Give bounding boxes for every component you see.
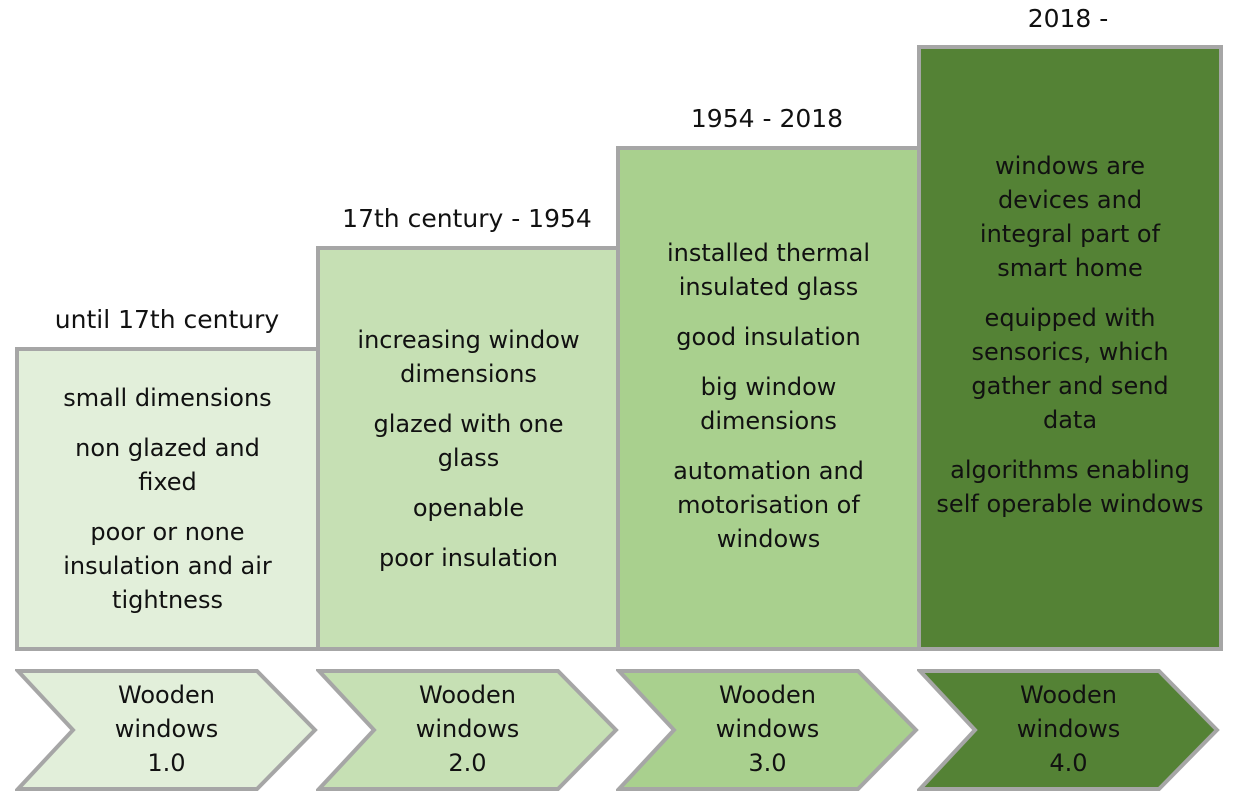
- stage-box-4: windows are devices and integral part of…: [917, 45, 1223, 651]
- stage-2-item: poor insulation: [378, 543, 559, 572]
- chevron-stage-4: Wooden windows 4.0: [917, 668, 1220, 792]
- period-label-1: until 17th century: [54, 305, 280, 334]
- stage-1-item: non glazed and fixed: [75, 434, 260, 496]
- period-label-2: 17th century - 1954: [342, 204, 592, 233]
- chevron-shape-icon: [917, 669, 1220, 791]
- chevron-stage-3: Wooden windows 3.0: [616, 668, 919, 792]
- chevron-shape-icon: [316, 669, 619, 791]
- chevron-stage-2: Wooden windows 2.0: [316, 668, 619, 792]
- chevron-shape-icon: [15, 669, 318, 791]
- chevron-shape-icon: [616, 669, 919, 791]
- chevron-label-line: windows: [1016, 715, 1121, 743]
- stage-4-item: windows are devices and integral part of…: [979, 152, 1161, 282]
- chevron-stage-1: Wooden windows 1.0: [15, 668, 318, 792]
- stage-2-item: glazed with one glass: [373, 409, 564, 472]
- chevron-label-version: 3.0: [748, 749, 787, 777]
- chevron-label-version: 1.0: [147, 749, 186, 777]
- chevron-label-version: 4.0: [1049, 749, 1088, 777]
- stage-2-item: increasing window dimensions: [357, 325, 580, 388]
- chevron-label-line: Wooden: [719, 681, 816, 709]
- stage-box-3: installed thermal insulated glass good i…: [616, 146, 921, 651]
- stage-3-item: automation and motorisation of windows: [673, 457, 864, 553]
- stage-box-1: small dimensions non glazed and fixed po…: [15, 347, 320, 651]
- period-label-3: 1954 - 2018: [690, 104, 844, 133]
- stage-4-item: algorithms enabling self operable window…: [936, 456, 1204, 518]
- stage-2-item: openable: [412, 493, 525, 522]
- period-label-4: 2018 -: [1027, 4, 1109, 33]
- chevron-label-line: windows: [415, 715, 520, 743]
- chevron-label-line: windows: [715, 715, 820, 743]
- chevron-label-line: Wooden: [1020, 681, 1117, 709]
- chevron-label-version: 2.0: [448, 749, 487, 777]
- stage-1-item: poor or none insulation and air tightnes…: [63, 518, 272, 614]
- chevron-label-line: Wooden: [118, 681, 215, 709]
- stage-1-item: small dimensions: [63, 384, 272, 412]
- chevron-label-line: windows: [114, 715, 219, 743]
- stage-4-item: equipped with sensorics, which gather an…: [971, 304, 1169, 434]
- stage-3-item: big window dimensions: [700, 373, 837, 435]
- chevron-label-line: Wooden: [419, 681, 516, 709]
- stage-box-2: increasing window dimensions glazed with…: [316, 246, 621, 651]
- stage-3-item: good insulation: [676, 323, 861, 351]
- stage-3-item: installed thermal insulated glass: [666, 239, 871, 301]
